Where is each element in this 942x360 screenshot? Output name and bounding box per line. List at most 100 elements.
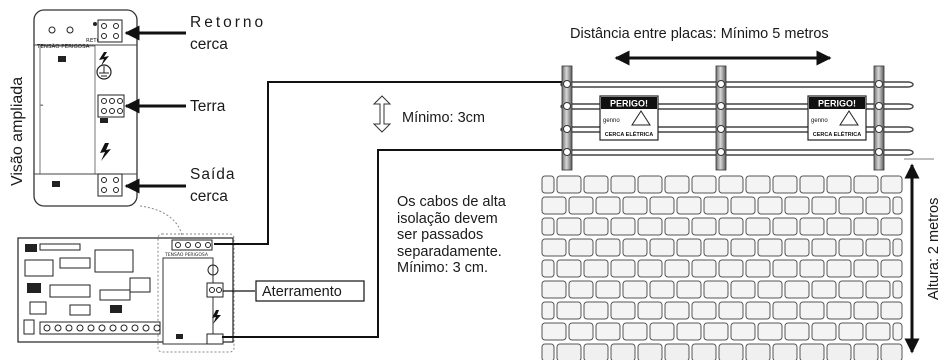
- brick: [838, 280, 864, 299]
- brick: [595, 238, 621, 257]
- brick: [745, 217, 771, 236]
- brick: [649, 196, 675, 215]
- brick: [892, 280, 903, 299]
- brick: [811, 322, 837, 341]
- cable-note-line: ser passados: [397, 227, 484, 243]
- brick: [541, 217, 555, 236]
- height-label: Altura: 2 metros: [926, 198, 942, 300]
- brick: [772, 343, 798, 360]
- brick: [691, 301, 717, 320]
- brick: [799, 301, 825, 320]
- brick: [799, 343, 825, 360]
- brick: [541, 343, 555, 360]
- brick: [880, 259, 903, 278]
- brick: [772, 301, 798, 320]
- brick: [622, 238, 648, 257]
- return-label-line1: Retorno: [190, 14, 266, 31]
- brick: [541, 280, 567, 299]
- distance-label: Distância entre placas: Mínimo 5 metros: [570, 26, 829, 42]
- brick: [637, 259, 663, 278]
- brick: [784, 196, 810, 215]
- brick: [718, 175, 744, 194]
- brick: [880, 175, 903, 194]
- lightning-icon: [100, 143, 111, 161]
- brick: [583, 301, 609, 320]
- brick: [637, 175, 663, 194]
- brick: [637, 343, 663, 360]
- output-terminal: [97, 173, 123, 197]
- cable-note-line: Mínimo: 3 cm.: [397, 260, 489, 276]
- brick: [853, 343, 879, 360]
- brick: [853, 217, 879, 236]
- fence-post: [715, 65, 727, 171]
- board-terminal-strip: [39, 321, 161, 335]
- brick: [595, 322, 621, 341]
- brick: [556, 217, 582, 236]
- fence-post: [561, 65, 573, 171]
- earth-label: Terra: [190, 98, 226, 115]
- warning-sign: PERIGO! genno CERCA ELÉTRICA: [807, 95, 867, 141]
- sign-brand: genno: [603, 118, 620, 124]
- brick: [826, 259, 852, 278]
- brick: [865, 280, 891, 299]
- brick: [757, 322, 783, 341]
- hazard-triangle-icon: [631, 110, 651, 126]
- brick: [718, 259, 744, 278]
- svg-text:-: -: [40, 100, 44, 111]
- brick: [610, 301, 636, 320]
- brick: [568, 280, 594, 299]
- output-label-line1: Saída: [190, 166, 236, 183]
- brick: [880, 301, 903, 320]
- brick: [676, 322, 702, 341]
- controller-board: TENSÃO PERIGOSA: [17, 233, 235, 353]
- brick: [610, 175, 636, 194]
- brick: [772, 259, 798, 278]
- brick: [703, 322, 729, 341]
- cable-note-line: separadamente.: [397, 243, 502, 260]
- brick: [784, 322, 810, 341]
- sign-distance-marker: Distância entre placas: Mínimo 5 metros: [570, 26, 832, 66]
- brick: [622, 196, 648, 215]
- brick: [676, 280, 702, 299]
- brick: [784, 238, 810, 257]
- brick: [556, 259, 582, 278]
- fence-post: [873, 65, 885, 171]
- brick: [595, 280, 621, 299]
- brick: [664, 259, 690, 278]
- brick: [811, 280, 837, 299]
- brick: [583, 217, 609, 236]
- brick: [772, 217, 798, 236]
- brick: [745, 343, 771, 360]
- earth-terminal: [97, 94, 125, 123]
- brick-wall: [541, 175, 903, 360]
- cable-note-line: isolação devem: [397, 210, 498, 227]
- brick: [799, 259, 825, 278]
- enlarged-view: Visão ampliada RETORNO TENSÃO PERIGOSA: [9, 9, 138, 207]
- brick: [649, 322, 675, 341]
- brick: [865, 322, 891, 341]
- brick: [664, 175, 690, 194]
- brick: [718, 301, 744, 320]
- brick: [880, 343, 903, 360]
- min-gap-label: Mínimo: 3cm: [402, 110, 485, 126]
- brick: [826, 217, 852, 236]
- brick: [583, 259, 609, 278]
- brick: [610, 343, 636, 360]
- grounding-label: Aterramento: [262, 284, 342, 300]
- brick: [691, 217, 717, 236]
- brick: [541, 196, 567, 215]
- brick: [757, 238, 783, 257]
- brick: [556, 343, 582, 360]
- brick: [892, 196, 903, 215]
- brick: [622, 322, 648, 341]
- brick: [691, 175, 717, 194]
- output-wire: [214, 81, 566, 245]
- brick: [703, 280, 729, 299]
- brick: [664, 343, 690, 360]
- brick: [799, 175, 825, 194]
- min-gap-marker: Mínimo: 3cm: [372, 95, 485, 133]
- brick: [583, 343, 609, 360]
- sign-title: PERIGO!: [818, 99, 856, 109]
- brick: [556, 301, 582, 320]
- brick: [541, 259, 555, 278]
